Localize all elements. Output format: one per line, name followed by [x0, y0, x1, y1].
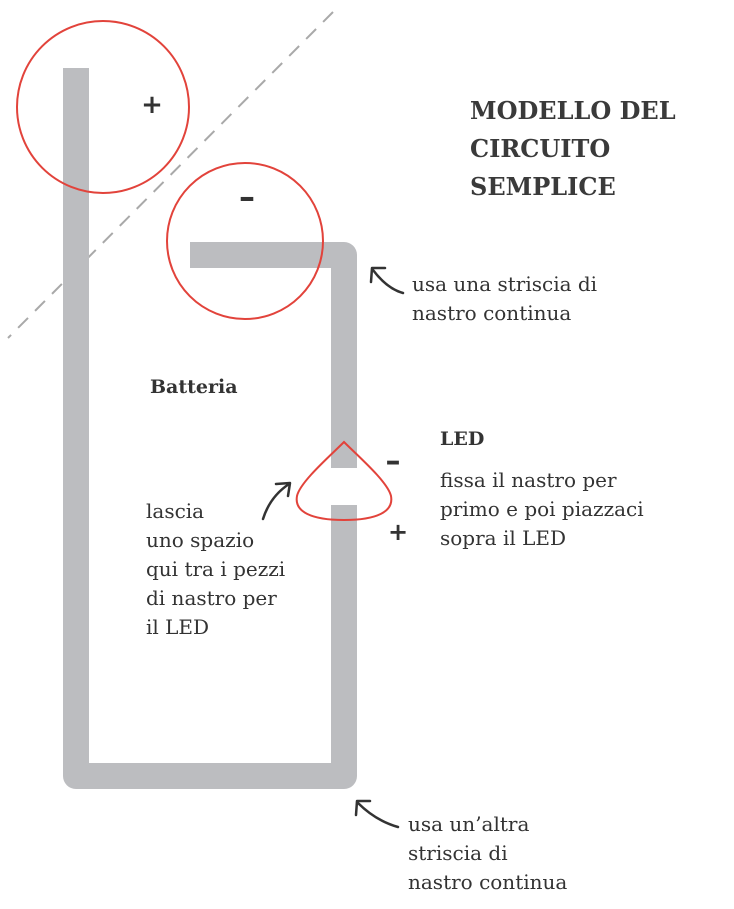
tape-strip-negative	[190, 242, 357, 468]
battery-minus-sign: –	[239, 178, 255, 216]
note-led-instructions: fissa il nastro per primo e poi piazzaci…	[440, 468, 644, 550]
tape-strip-positive	[63, 68, 357, 789]
led-outline	[295, 440, 393, 522]
note-gap-instructions: lascia uno spazio qui tra i pezzi di nas…	[146, 499, 286, 639]
fold-dashed-line	[7, 11, 334, 339]
battery-negative-circle	[166, 162, 324, 320]
arrow-tape-other	[354, 799, 400, 829]
led-label: LED	[440, 428, 485, 450]
battery-label: Batteria	[150, 376, 238, 398]
arrow-gap	[261, 481, 292, 521]
battery-plus-sign: +	[141, 90, 163, 120]
note-tape-continuous: usa una striscia di nastro continua	[412, 272, 598, 325]
diagram-title: MODELLO DEL CIRCUITO SEMPLICE	[470, 96, 676, 201]
led-minus-sign: –	[386, 444, 401, 479]
battery-positive-circle	[16, 20, 190, 194]
note-tape-other: usa un’altra striscia di nastro continua	[408, 812, 568, 894]
arrow-tape-continuous	[369, 266, 405, 295]
led-plus-sign: +	[388, 518, 408, 546]
